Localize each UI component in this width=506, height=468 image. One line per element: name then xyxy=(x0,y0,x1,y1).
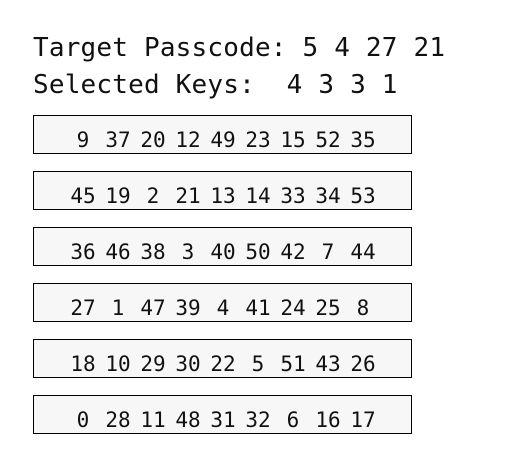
key-13[interactable]: 13 xyxy=(210,184,236,208)
keypad-row-5: 18 10 29 30 22 5 51 43 26 xyxy=(33,339,412,378)
key-8[interactable]: 8 xyxy=(356,296,370,320)
key-5[interactable]: 5 xyxy=(251,352,265,376)
key-23[interactable]: 23 xyxy=(245,128,271,152)
key-46[interactable]: 46 xyxy=(105,240,131,264)
key-21[interactable]: 21 xyxy=(175,184,201,208)
key-32[interactable]: 32 xyxy=(245,408,271,432)
key-12[interactable]: 12 xyxy=(175,128,201,152)
key-29[interactable]: 29 xyxy=(140,352,166,376)
key-47[interactable]: 47 xyxy=(140,296,166,320)
key-44[interactable]: 44 xyxy=(350,240,376,264)
keypad-row-6: 0 28 11 48 31 32 6 16 17 xyxy=(33,395,412,434)
key-18[interactable]: 18 xyxy=(70,352,96,376)
key-9[interactable]: 9 xyxy=(76,128,90,152)
key-36[interactable]: 36 xyxy=(70,240,96,264)
keypad-row-2: 45 19 2 21 13 14 33 34 53 xyxy=(33,171,412,210)
key-16[interactable]: 16 xyxy=(315,408,341,432)
key-30[interactable]: 30 xyxy=(175,352,201,376)
key-2[interactable]: 2 xyxy=(146,184,160,208)
keypad-row-1: 9 37 20 12 49 23 15 52 35 xyxy=(33,115,412,154)
key-48[interactable]: 48 xyxy=(175,408,201,432)
selected-keys-label: Selected Keys: xyxy=(33,70,255,100)
key-51[interactable]: 51 xyxy=(280,352,306,376)
key-6[interactable]: 6 xyxy=(286,408,300,432)
selected-keys-line: Selected Keys: 4 3 3 1 xyxy=(33,70,398,100)
key-11[interactable]: 11 xyxy=(140,408,166,432)
key-15[interactable]: 15 xyxy=(280,128,306,152)
key-0[interactable]: 0 xyxy=(76,408,90,432)
key-42[interactable]: 42 xyxy=(280,240,306,264)
key-49[interactable]: 49 xyxy=(210,128,236,152)
key-37[interactable]: 37 xyxy=(105,128,131,152)
key-3[interactable]: 3 xyxy=(181,240,195,264)
target-passcode-value: 5 4 27 21 xyxy=(302,33,446,63)
key-10[interactable]: 10 xyxy=(105,352,131,376)
key-1[interactable]: 1 xyxy=(111,296,125,320)
key-17[interactable]: 17 xyxy=(350,408,376,432)
key-20[interactable]: 20 xyxy=(140,128,166,152)
key-35[interactable]: 35 xyxy=(350,128,376,152)
key-14[interactable]: 14 xyxy=(245,184,271,208)
key-31[interactable]: 31 xyxy=(210,408,236,432)
key-22[interactable]: 22 xyxy=(210,352,236,376)
key-19[interactable]: 19 xyxy=(105,184,131,208)
key-40[interactable]: 40 xyxy=(210,240,236,264)
key-34[interactable]: 34 xyxy=(315,184,341,208)
key-7[interactable]: 7 xyxy=(321,240,335,264)
key-25[interactable]: 25 xyxy=(315,296,341,320)
key-43[interactable]: 43 xyxy=(315,352,341,376)
key-4[interactable]: 4 xyxy=(216,296,230,320)
key-27[interactable]: 27 xyxy=(70,296,96,320)
keypad-row-3: 36 46 38 3 40 50 42 7 44 xyxy=(33,227,412,266)
target-passcode-label: Target Passcode: xyxy=(33,33,287,63)
keypad-row-4: 27 1 47 39 4 41 24 25 8 xyxy=(33,283,412,322)
key-45[interactable]: 45 xyxy=(70,184,96,208)
key-28[interactable]: 28 xyxy=(105,408,131,432)
key-53[interactable]: 53 xyxy=(350,184,376,208)
key-26[interactable]: 26 xyxy=(350,352,376,376)
key-33[interactable]: 33 xyxy=(280,184,306,208)
key-24[interactable]: 24 xyxy=(280,296,306,320)
key-39[interactable]: 39 xyxy=(175,296,201,320)
key-38[interactable]: 38 xyxy=(140,240,166,264)
key-41[interactable]: 41 xyxy=(245,296,271,320)
key-52[interactable]: 52 xyxy=(315,128,341,152)
target-passcode-line: Target Passcode: 5 4 27 21 xyxy=(33,33,445,63)
selected-keys-value: 4 3 3 1 xyxy=(286,70,398,100)
key-50[interactable]: 50 xyxy=(245,240,271,264)
